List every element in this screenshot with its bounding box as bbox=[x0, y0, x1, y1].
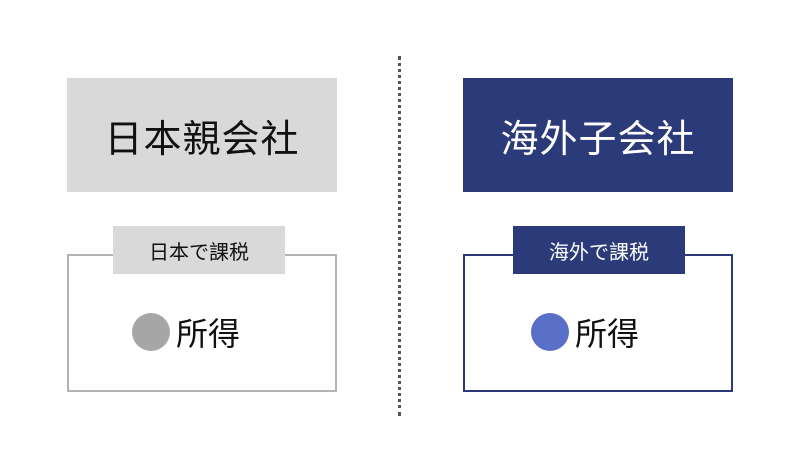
japan-taxation-label: 日本で課税 bbox=[113, 226, 285, 274]
overseas-income-item: 所得 bbox=[531, 310, 639, 354]
dotted-divider bbox=[398, 56, 401, 416]
overseas-income-label: 所得 bbox=[575, 315, 640, 353]
overseas-taxation-label: 海外で課税 bbox=[513, 226, 685, 274]
blue-circle-icon bbox=[531, 313, 569, 351]
gray-circle-icon bbox=[132, 313, 170, 351]
overseas-subsidiary-title: 海外子会社 bbox=[463, 78, 733, 192]
japan-income-label: 所得 bbox=[176, 315, 241, 353]
japan-parent-company-title: 日本親会社 bbox=[67, 78, 337, 192]
japan-income-item: 所得 bbox=[132, 310, 240, 354]
